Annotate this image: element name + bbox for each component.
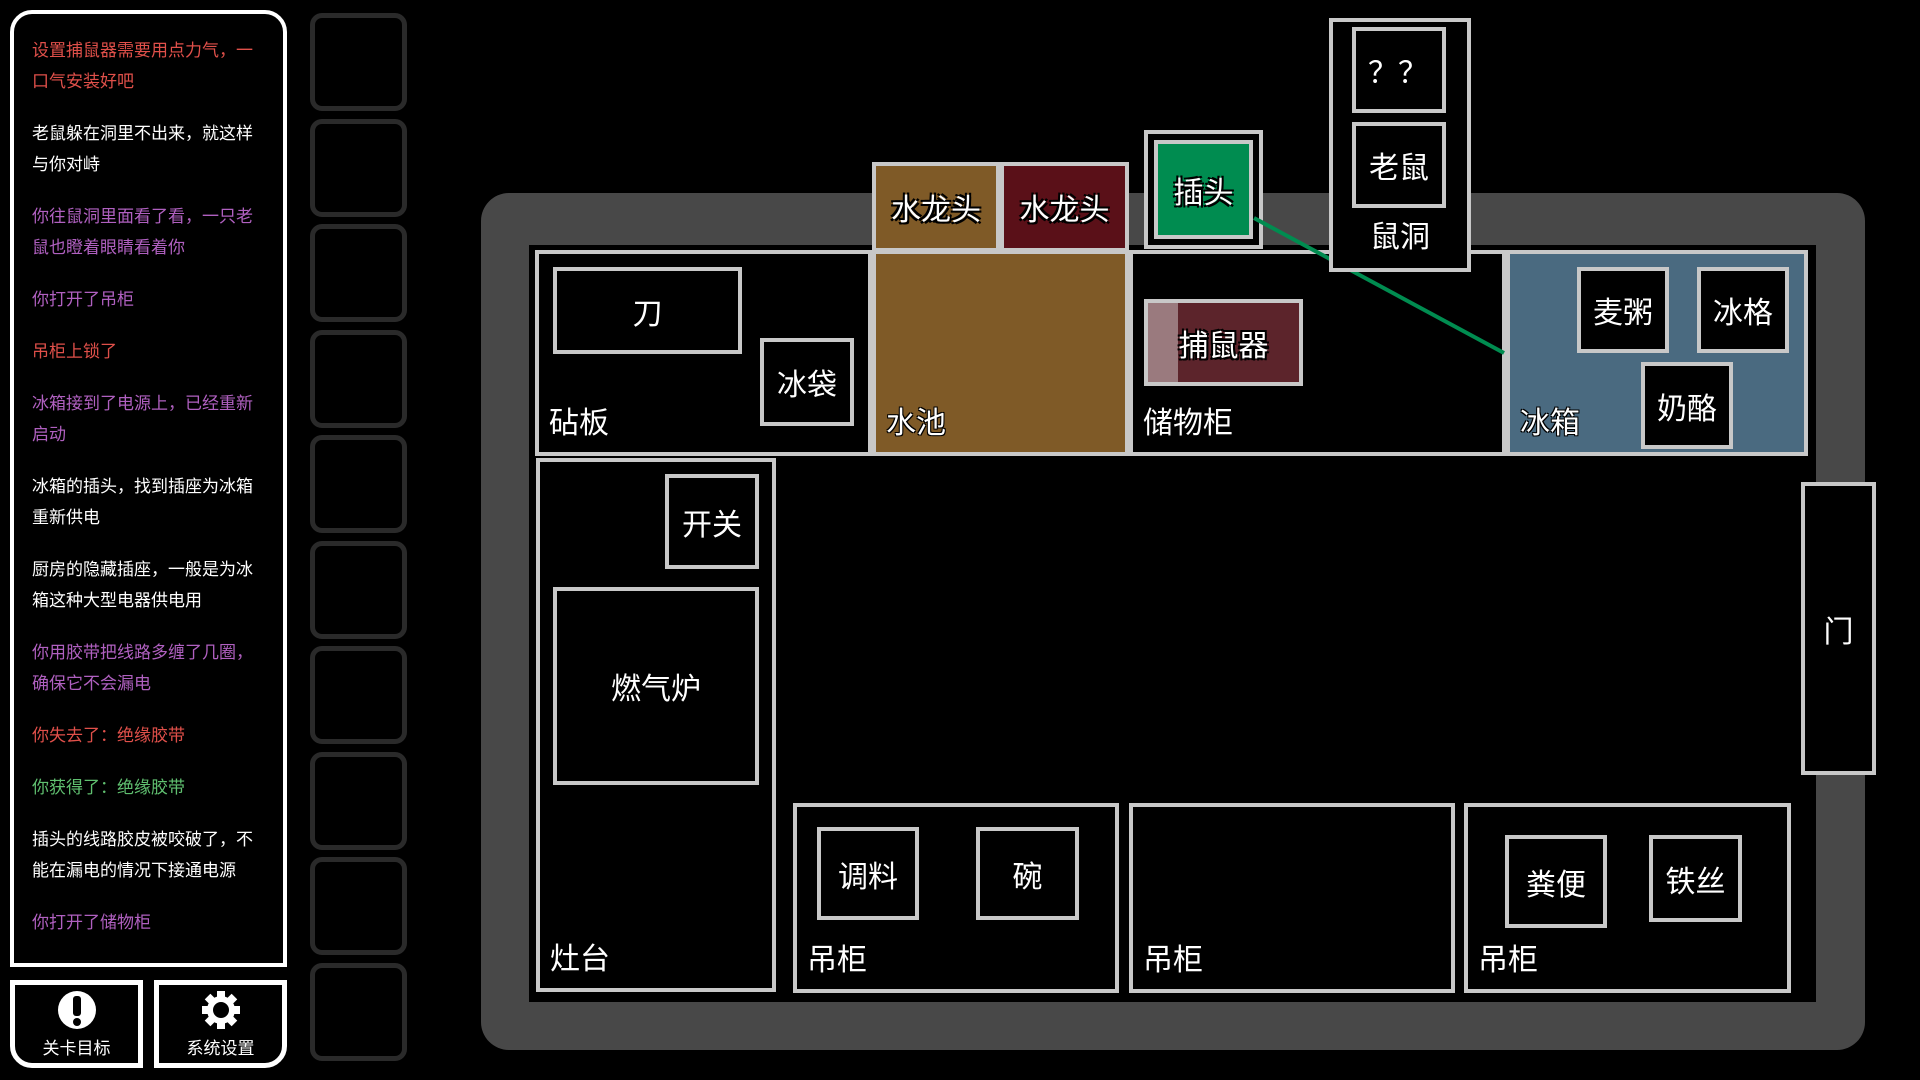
log-message: 你失去了：绝缘胶带 [32, 726, 185, 746]
seasoning-item[interactable]: 调料 [817, 827, 919, 920]
sink[interactable]: 水池 [872, 250, 1129, 456]
fridge-label: 冰箱 [1520, 406, 1580, 441]
faucet-2[interactable]: 水龙头 [1000, 162, 1129, 252]
mouse-hole-label: 鼠洞 [1370, 220, 1430, 255]
unknown-item[interactable]: ？？ [1352, 27, 1446, 113]
inventory-slot[interactable] [310, 857, 407, 955]
ice-bag-item[interactable]: 冰袋 [760, 338, 854, 426]
log-message: 厨房的隐藏插座，一般是为冰箱这种大型电器供电用 [32, 560, 253, 611]
log-message: 你用胶带把线路多缠了几圈，确保它不会漏电 [32, 643, 253, 694]
wall-cabinet-2[interactable]: 吊柜 [1129, 803, 1455, 993]
inventory-slot[interactable] [310, 962, 407, 1061]
mouse-item[interactable]: 老鼠 [1352, 122, 1446, 208]
cheese-item[interactable]: 奶酪 [1641, 362, 1733, 449]
wire-item[interactable]: 铁丝 [1649, 835, 1742, 922]
inventory-slot[interactable] [310, 435, 407, 533]
mousetrap-item[interactable]: 捕鼠器 [1144, 299, 1303, 386]
log-message: 你获得了：绝缘胶带 [32, 778, 185, 798]
cutting-board-label: 砧板 [549, 406, 609, 441]
item-label: 冰袋 [777, 368, 837, 403]
item-label: 麦粥 [1593, 296, 1653, 331]
level-goal-label: 关卡目标 [42, 1038, 111, 1059]
gas-stove-item[interactable]: 燃气炉 [553, 587, 759, 785]
log-message: 冰箱接到了电源上，已经重新启动 [32, 394, 253, 445]
item-label: 调料 [838, 859, 898, 895]
log-message: 你打开了储物柜 [32, 913, 151, 933]
sink-label: 水池 [886, 406, 946, 441]
inventory-slot[interactable] [310, 540, 407, 639]
stove-label: 灶台 [550, 942, 610, 977]
plug-item[interactable]: 插头 [1154, 140, 1253, 239]
item-label: 门 [1823, 614, 1854, 650]
message-log: 设置捕鼠器需要用点力气，一口气安装好吧老鼠躲在洞里不出来，就这样与你对峙你往鼠洞… [10, 10, 287, 967]
log-message: 冰箱的插头，找到插座为冰箱重新供电 [32, 477, 253, 528]
inventory-slot[interactable] [310, 751, 407, 850]
storage-label: 储物柜 [1143, 406, 1233, 441]
item-label: 老鼠 [1369, 151, 1429, 186]
exclamation-icon [57, 990, 96, 1029]
inventory-slot[interactable] [310, 13, 407, 111]
item-label: 插头 [1173, 175, 1234, 211]
system-settings-label: 系统设置 [186, 1038, 255, 1059]
gear-icon [201, 990, 240, 1029]
log-message: 设置捕鼠器需要用点力气，一口气安装好吧 [32, 41, 253, 92]
log-message: 插头的线路胶皮被咬破了，不能在漏电的情况下接通电源 [32, 830, 253, 881]
item-label: 碗 [1012, 859, 1043, 895]
item-label: 粪便 [1526, 867, 1586, 903]
inventory-slot[interactable] [310, 224, 407, 322]
door[interactable]: 门 [1801, 482, 1876, 775]
item-label: 奶酪 [1657, 391, 1717, 427]
switch-item[interactable]: 开关 [665, 474, 759, 569]
system-settings-button[interactable]: 系统设置 [154, 980, 287, 1068]
log-message: 吊柜上锁了 [32, 342, 117, 362]
item-label: 刀 [632, 296, 663, 332]
item-label: 水龙头 [891, 193, 981, 228]
item-label: 水龙头 [1019, 193, 1110, 228]
wall-cabinet-1-label: 吊柜 [807, 943, 867, 978]
inventory-slot[interactable] [310, 329, 407, 428]
inventory-slot[interactable] [310, 118, 407, 217]
item-label: 冰格 [1713, 296, 1773, 331]
wall-cabinet-2-label: 吊柜 [1143, 943, 1203, 978]
feces-item[interactable]: 粪便 [1505, 835, 1607, 928]
item-label: ？？ [1368, 56, 1428, 91]
item-label: 燃气炉 [611, 672, 701, 707]
item-label: 捕鼠器 [1178, 328, 1269, 364]
knife-item[interactable]: 刀 [553, 267, 742, 354]
wall-cabinet-3-label: 吊柜 [1478, 943, 1538, 978]
inventory-slot[interactable] [310, 646, 407, 744]
ice-tray-item[interactable]: 冰格 [1697, 267, 1789, 353]
item-label: 铁丝 [1665, 864, 1726, 900]
log-message: 老鼠躲在洞里不出来，就这样与你对峙 [32, 124, 253, 175]
log-message: 你往鼠洞里面看了看，一只老鼠也瞪着眼睛看着你 [32, 207, 253, 258]
faucet-1[interactable]: 水龙头 [872, 162, 1000, 252]
item-label: 开关 [682, 507, 742, 543]
oatmeal-item[interactable]: 麦粥 [1577, 267, 1669, 353]
log-message: 你打开了吊柜 [32, 290, 134, 310]
level-goal-button[interactable]: 关卡目标 [10, 980, 143, 1068]
bowl-item[interactable]: 碗 [976, 827, 1079, 920]
